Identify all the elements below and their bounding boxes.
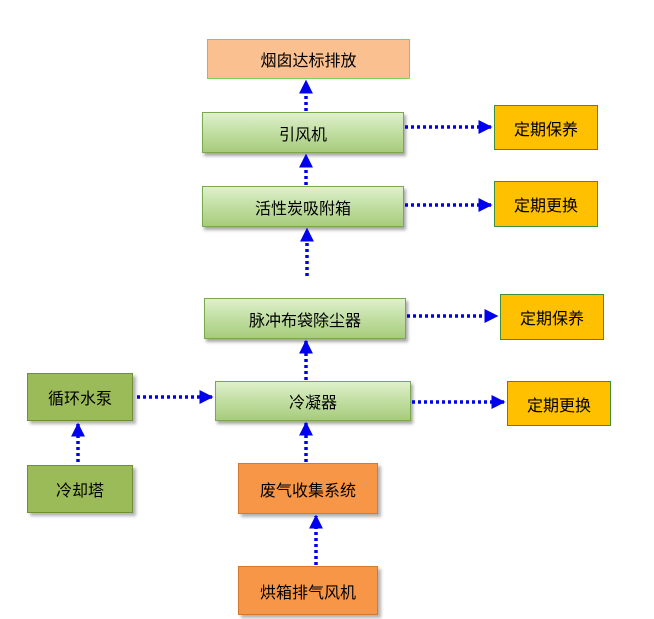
gas-collection-system-box: 废气收集系统 — [238, 463, 378, 514]
condenser-box: 冷凝器 — [215, 381, 411, 421]
chimney-discharge-box: 烟囱达标排放 — [207, 39, 410, 79]
activated-carbon-box: 活性炭吸附箱 — [202, 186, 404, 227]
circulation-pump-box: 循环水泵 — [27, 373, 133, 421]
oven-exhaust-fan-box: 烘箱排气风机 — [238, 566, 378, 615]
cooling-tower-box: 冷却塔 — [27, 465, 133, 513]
replacement-box-condenser: 定期更换 — [507, 381, 611, 426]
replacement-box-carbon: 定期更换 — [494, 181, 598, 227]
pulse-bag-filter-box: 脉冲布袋除尘器 — [204, 298, 406, 339]
induced-fan-box: 引风机 — [202, 112, 404, 153]
maintenance-box-filter: 定期保养 — [500, 294, 604, 340]
maintenance-box-fan: 定期保养 — [494, 105, 598, 150]
